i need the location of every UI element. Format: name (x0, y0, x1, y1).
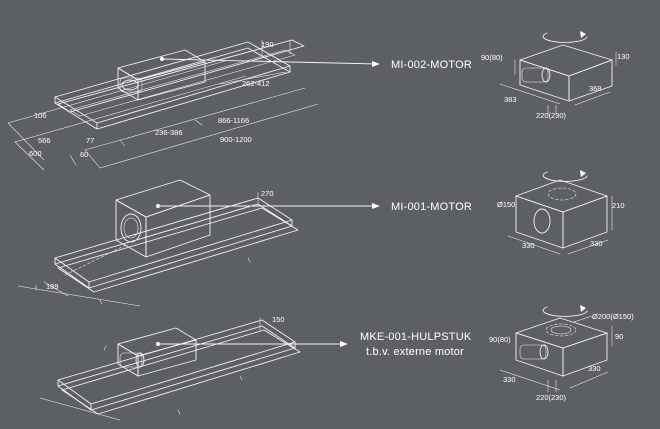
dim-262-412: 262-412 (242, 79, 270, 88)
dim-77: 77 (86, 136, 94, 145)
label-mi-002-motor: MI-002-MOTOR (391, 59, 472, 71)
motor-2-mi001 (507, 170, 613, 255)
arrow-mke001 (156, 341, 348, 347)
motor1-dim-220-230: 220(230) (536, 111, 567, 120)
dim-270: 270 (261, 189, 274, 198)
motor1-dim-90-80: 90(80) (481, 53, 503, 62)
motor1-dim-383: 383 (504, 95, 517, 104)
dim-189: 189 (46, 282, 59, 291)
dim-900-1200: 900-1200 (220, 135, 252, 144)
motor3-dim-330-right: 330 (588, 364, 601, 373)
hood-3 (39, 317, 301, 421)
motor3-dim-90: 90 (615, 332, 623, 341)
motor3-dim-90-80: 90(80) (489, 335, 511, 344)
motor2-dim-330-left: 330 (522, 241, 535, 250)
motor3-dim-d200-d150: Ø200(Ø150) (592, 312, 634, 321)
motor1-dim-368: 368 (589, 84, 602, 93)
hood-2 (17, 179, 299, 307)
dim-866-1166: 866-1166 (218, 116, 249, 125)
dim-150: 150 (272, 315, 285, 324)
motor1-dim-130: 130 (617, 52, 630, 61)
dim-190: 190 (261, 40, 274, 49)
arrow-mi001 (156, 203, 380, 209)
label-externe-motor: t.b.v. externe motor (366, 346, 464, 358)
label-mke-001-hulpstuk: MKE-001-HULPSTUK (360, 331, 472, 343)
motor2-dim-d150: Ø150 (497, 200, 515, 209)
motor2-dim-330-right: 330 (590, 239, 603, 248)
motor-1-mi002 (499, 31, 617, 116)
dim-236-386: 236-386 (155, 128, 183, 137)
dim-600: 600 (29, 149, 42, 158)
label-mi-001-motor: MI-001-MOTOR (391, 201, 472, 213)
motor-3-mke001 (499, 305, 613, 393)
motor3-dim-220-230: 220(230) (536, 393, 567, 402)
dim-60: 60 (80, 150, 88, 159)
motor2-dim-210: 210 (612, 201, 625, 210)
dim-566: 566 (38, 136, 51, 145)
hood-1 (7, 39, 319, 171)
dim-106: 106 (34, 111, 47, 120)
arrow-mi002 (160, 57, 380, 67)
motor3-dim-330-left: 330 (503, 375, 516, 384)
